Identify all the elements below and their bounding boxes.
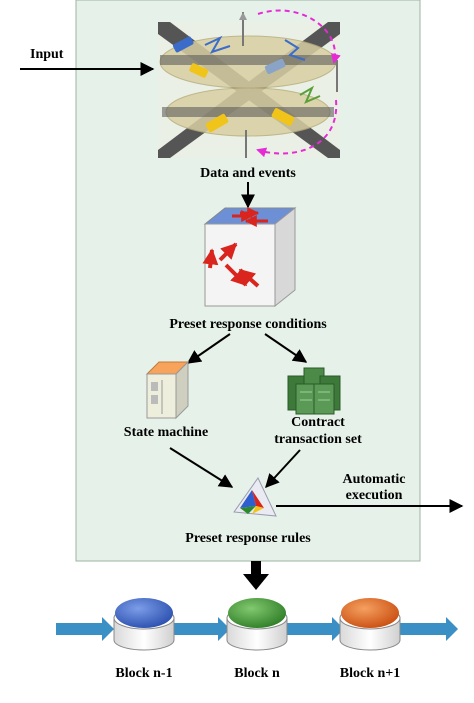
server-cluster-icon — [287, 367, 341, 415]
state-machine-icon — [145, 360, 190, 420]
contract-label-line2: transaction set — [274, 432, 362, 447]
chain-arrows — [56, 617, 458, 641]
rules-prism-icon — [233, 477, 277, 517]
arrow-to-blockchain — [243, 561, 269, 590]
automatic-label-line2: execution — [346, 488, 403, 503]
contract-label-line1: Contract — [291, 415, 345, 430]
input-label: Input — [30, 47, 64, 62]
traffic-intersection-icon — [158, 9, 341, 158]
block-next-label: Block n+1 — [340, 666, 401, 681]
block-prev-label: Block n-1 — [115, 666, 172, 681]
arrow-to-contract — [264, 333, 308, 363]
router-cube-icon — [202, 206, 297, 308]
block-current — [226, 598, 288, 651]
arrow-to-state-machine — [186, 333, 231, 364]
data-events-label: Data and events — [200, 166, 296, 181]
preset-conditions-label: Preset response conditions — [169, 317, 327, 332]
arrow-contract-to-rules — [265, 449, 301, 489]
automatic-label-line1: Automatic — [343, 472, 406, 487]
block-prev — [113, 598, 175, 651]
block-next — [339, 598, 401, 651]
block-current-label: Block n — [234, 666, 280, 681]
state-machine-label: State machine — [124, 425, 208, 440]
arrow-state-to-rules — [169, 447, 234, 488]
preset-rules-label: Preset response rules — [185, 531, 311, 546]
